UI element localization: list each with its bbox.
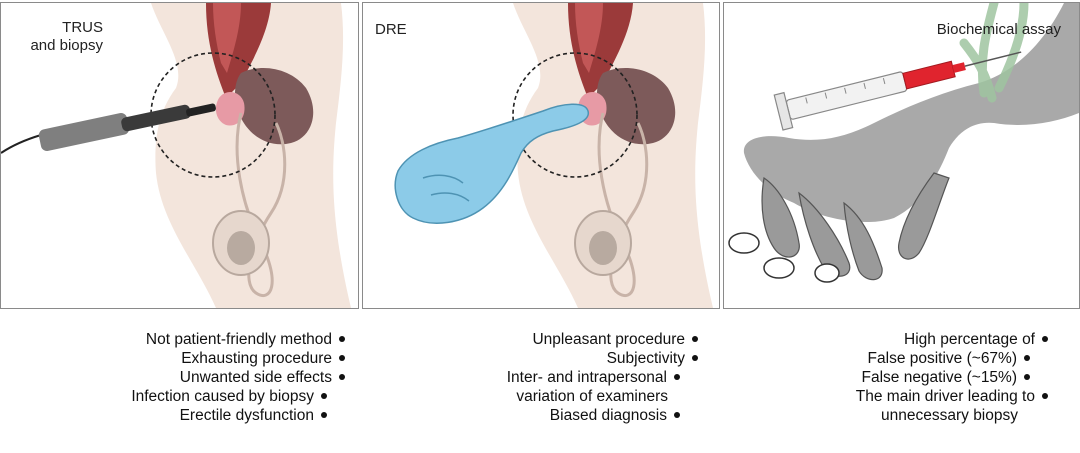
- bullet-icon: [692, 355, 698, 361]
- bullet-icon: [1042, 393, 1048, 399]
- biochemical-illustration: [728, 3, 1079, 283]
- trus-illustration: [1, 3, 358, 308]
- panel-trus: TRUS and biopsy: [0, 2, 359, 309]
- biochemical-title: Biochemical assay: [936, 21, 1061, 38]
- bullet-icon: [1024, 374, 1030, 380]
- list-item: Unwanted side effects: [131, 368, 345, 387]
- dre-title: DRE: [375, 21, 407, 38]
- bullet-icon: [1024, 355, 1030, 361]
- list-item: Erectile dysfunction: [131, 406, 345, 425]
- list-item: Inter- and intrapersonal: [507, 368, 698, 387]
- bullet-icon: [321, 412, 327, 418]
- bullet-icon: [674, 412, 680, 418]
- trus-title: TRUS and biopsy: [30, 19, 103, 54]
- list-item: High percentage of: [856, 330, 1048, 349]
- list-item: False positive (~67%): [856, 349, 1048, 368]
- dre-illustration: [394, 3, 713, 308]
- list-item: Not patient-friendly method: [131, 330, 345, 349]
- bullet-icon: [692, 336, 698, 342]
- list-item: The main driver leading to: [856, 387, 1048, 406]
- list-item: unnecessary biopsy: [881, 407, 1018, 424]
- list-item: Exhausting procedure: [131, 349, 345, 368]
- list-item: Subjectivity: [507, 349, 698, 368]
- bullet-icon: [339, 336, 345, 342]
- panel-biochemical: Biochemical assay: [723, 2, 1080, 309]
- list-item: Biased diagnosis: [507, 406, 698, 425]
- biochemical-drawbacks-list: High percentage of False positive (~67%)…: [856, 330, 1048, 425]
- panel-dre: DRE: [362, 2, 720, 309]
- list-item: False negative (~15%): [856, 368, 1048, 387]
- bullet-icon: [339, 355, 345, 361]
- bullet-icon: [339, 374, 345, 380]
- bullet-icon: [674, 374, 680, 380]
- dre-drawbacks-list: Unpleasant procedure Subjectivity Inter-…: [507, 330, 698, 425]
- list-item: Infection caused by biopsy: [131, 387, 345, 406]
- list-item: Unpleasant procedure: [507, 330, 698, 349]
- list-item: variation of examiners: [516, 388, 668, 405]
- trus-drawbacks-list: Not patient-friendly method Exhausting p…: [131, 330, 345, 425]
- bullet-icon: [321, 393, 327, 399]
- bullet-icon: [1042, 336, 1048, 342]
